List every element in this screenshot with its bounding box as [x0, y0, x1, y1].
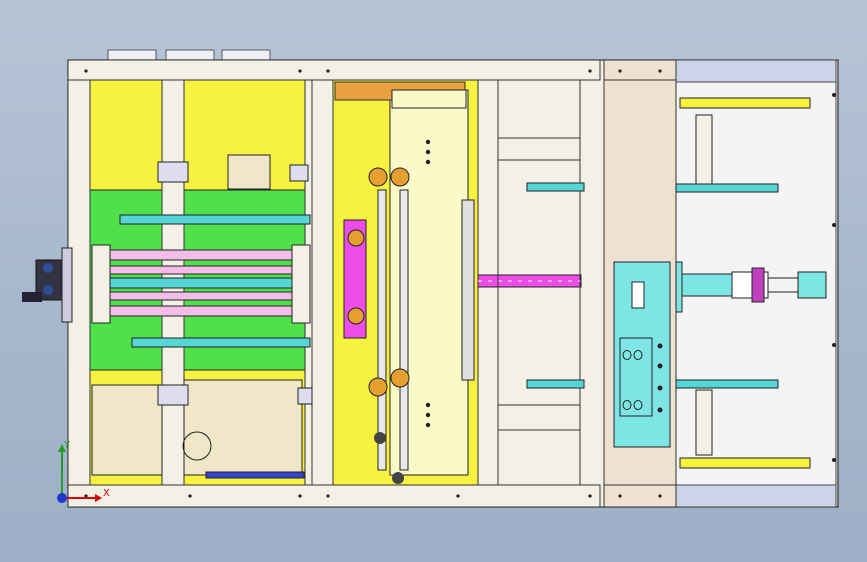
round-port: [182, 431, 212, 461]
vertical-rod-2: [399, 189, 409, 471]
button-1: [622, 350, 632, 360]
button-3: [622, 400, 632, 410]
slide-top-rail: [675, 59, 837, 83]
bearing-6: [390, 368, 410, 388]
bearing-5: [368, 377, 388, 397]
side-rail: [461, 199, 475, 381]
top-tab-2: [165, 49, 215, 61]
blue-strip: [205, 471, 305, 479]
bearing-3: [347, 229, 365, 247]
pusher-end-block: [797, 271, 827, 299]
pink-rail-2: [107, 265, 299, 275]
top-beam: [67, 59, 601, 81]
slide-bottom-rail: [675, 484, 837, 508]
cyan-guide-bottom-right: [675, 379, 779, 389]
magenta-carriage: [343, 219, 367, 339]
pink-rail-4: [107, 305, 299, 317]
beige-box-right: [183, 379, 303, 476]
control-slot: [631, 281, 645, 309]
pink-rail-1: [107, 249, 299, 261]
bottom-beam: [67, 484, 601, 508]
cylinder-bottom: [679, 457, 811, 469]
bearing-2: [390, 167, 410, 187]
cyan-guide-top-left: [526, 182, 585, 192]
vertical-rod-1: [377, 189, 387, 471]
bolt-head-bottom: [392, 472, 404, 484]
bearing-4: [347, 307, 365, 325]
bearing-1: [368, 167, 388, 187]
top-tab-3: [221, 49, 271, 61]
cyan-rail-mid: [107, 277, 299, 289]
rail-end-block-left: [91, 244, 111, 324]
button-4: [633, 400, 643, 410]
cylinder-top: [679, 97, 811, 109]
y-axis-label: Y: [64, 440, 71, 451]
cyan-bar-2: [131, 337, 311, 348]
x-axis-label: X: [103, 488, 110, 499]
cyan-guide-bottom-left: [526, 379, 585, 389]
rail-end-block-right: [291, 244, 311, 324]
cyan-guide-top-right: [675, 183, 779, 193]
pink-rail-3: [107, 291, 299, 301]
pusher-clamp: [751, 267, 765, 303]
motor-block: [227, 154, 271, 190]
pusher-plate: [681, 273, 733, 297]
beige-box-left: [91, 384, 163, 476]
clamp-block-3: [289, 164, 309, 182]
button-2: [633, 350, 643, 360]
yellow-zone-left-top: [89, 79, 306, 191]
clamp-block-4: [297, 387, 313, 405]
clamp-block-1: [157, 161, 189, 183]
support-post-bottom: [695, 389, 713, 456]
support-post-top: [695, 114, 713, 186]
top-tab-1: [107, 49, 157, 61]
bolt-head-left: [374, 432, 386, 444]
bolt-holes: [84, 69, 836, 498]
button-panel: [619, 337, 653, 417]
cyan-bar-1: [119, 214, 311, 225]
z-axis-origin: [57, 493, 67, 503]
clamp-block-2: [157, 384, 189, 406]
